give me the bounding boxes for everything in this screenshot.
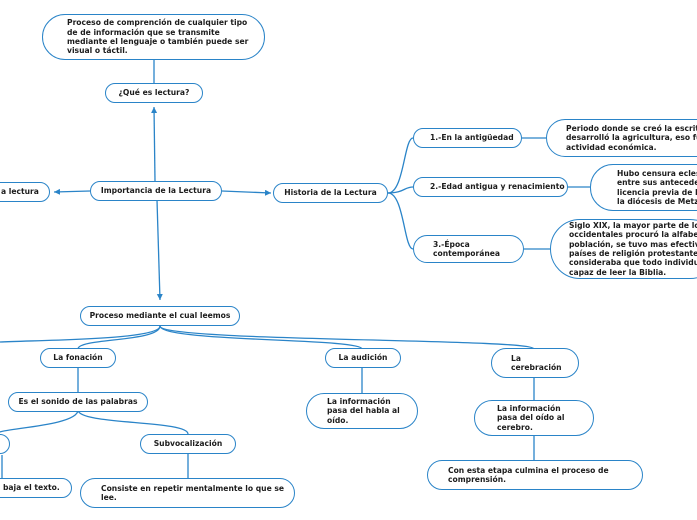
subvocalizacion-desc-node[interactable]: Consiste en repetir mentalmente lo que s… xyxy=(80,478,295,508)
antiguedad-text: 1.-En la antigüedad xyxy=(430,133,514,143)
importancia-node[interactable]: Importancia de la Lectura xyxy=(90,181,222,201)
definicion-node[interactable]: Proceso de comprención de cualquier tipo… xyxy=(42,14,265,60)
comprension-node[interactable]: Con esta etapa culmina el proceso de com… xyxy=(427,460,643,490)
cerebracion-desc-node[interactable]: La información pasa del oído al cerebro. xyxy=(474,400,594,436)
antiguedad-node[interactable]: 1.-En la antigüedad xyxy=(413,128,522,148)
sonido-node[interactable]: Es el sonido de las palabras xyxy=(8,392,148,412)
proceso-text: Proceso mediante el cual leemos xyxy=(89,311,231,321)
audicion-desc-node[interactable]: La información pasa del habla al oído. xyxy=(306,393,418,429)
link-proceso-audicion xyxy=(159,325,363,350)
audicion-node[interactable]: La audición xyxy=(325,348,401,368)
voz-baja-text: baja el texto. xyxy=(3,483,60,493)
importancia-lectura-text: a lectura xyxy=(1,187,39,197)
cerebracion-desc-text: La información pasa del oído al cerebro. xyxy=(497,403,565,432)
link-proceso-fonacion xyxy=(77,325,161,350)
epoca-text: 3.-Época contemporánea xyxy=(433,239,501,258)
audicion-text: La audición xyxy=(338,353,388,363)
subvocalizacion-desc-text: Consiste en repetir mentalmente lo que s… xyxy=(101,483,285,502)
link-historia-epoca xyxy=(387,192,414,250)
link-proceso-left xyxy=(0,325,161,343)
edad-antigua-desc-text: Hubo censura eclesiá entre sus anteceden… xyxy=(617,168,697,206)
subvocalizacion-text: Subvocalización xyxy=(153,439,223,449)
link-historia-antiguedad xyxy=(387,137,414,194)
fonacion-text: La fonación xyxy=(53,353,103,363)
historia-text: Historia de la Lectura xyxy=(284,188,377,198)
link-sonido-subvocalizacion xyxy=(77,409,189,435)
voz-baja-node[interactable]: baja el texto. xyxy=(0,478,72,498)
link-importancia-lectura xyxy=(53,188,91,195)
que-es-lectura-text: ¿Qué es lectura? xyxy=(118,88,190,98)
link-sonido-left xyxy=(0,409,79,433)
epoca-desc-node[interactable]: Siglo XIX, la mayor parte de los p occid… xyxy=(550,219,697,279)
link-historia-edad xyxy=(387,186,414,194)
que-es-lectura-node[interactable]: ¿Qué es lectura? xyxy=(105,83,203,103)
importancia-text: Importancia de la Lectura xyxy=(100,186,212,196)
link-importancia-quees xyxy=(151,106,158,182)
audicion-desc-text: La información pasa del habla al oído. xyxy=(327,396,400,425)
antiguedad-desc-node[interactable]: Periodo donde se creó la escritura desar… xyxy=(546,119,697,157)
comprension-text: Con esta etapa culmina el proceso de com… xyxy=(448,465,609,484)
antiguedad-desc-text: Periodo donde se creó la escritura desar… xyxy=(566,123,697,152)
epoca-desc-text: Siglo XIX, la mayor parte de los p occid… xyxy=(569,220,697,277)
edad-antigua-desc-node[interactable]: Hubo censura eclesiá entre sus anteceden… xyxy=(590,164,697,211)
epoca-node[interactable]: 3.-Época contemporánea xyxy=(413,235,524,263)
subvocalizacion-node[interactable]: Subvocalización xyxy=(140,434,236,454)
link-importancia-proceso xyxy=(156,199,163,301)
link-proceso-cerebracion xyxy=(159,325,535,350)
historia-node[interactable]: Historia de la Lectura xyxy=(273,183,388,203)
edad-antigua-node[interactable]: 2.-Edad antigua y renacimiento xyxy=(413,177,568,197)
cerebracion-node[interactable]: La cerebración xyxy=(491,348,579,378)
fonacion-node[interactable]: La fonación xyxy=(40,348,116,368)
definicion-text: Proceso de comprención de cualquier tipo… xyxy=(67,18,249,56)
link-importancia-historia xyxy=(221,189,272,196)
importancia-lectura-node[interactable]: a lectura xyxy=(0,182,50,202)
edad-antigua-text: 2.-Edad antigua y renacimiento xyxy=(430,182,565,192)
proceso-node[interactable]: Proceso mediante el cual leemos xyxy=(80,306,240,326)
sonido-text: Es el sonido de las palabras xyxy=(18,397,138,407)
cerebracion-text: La cerebración xyxy=(511,353,562,372)
